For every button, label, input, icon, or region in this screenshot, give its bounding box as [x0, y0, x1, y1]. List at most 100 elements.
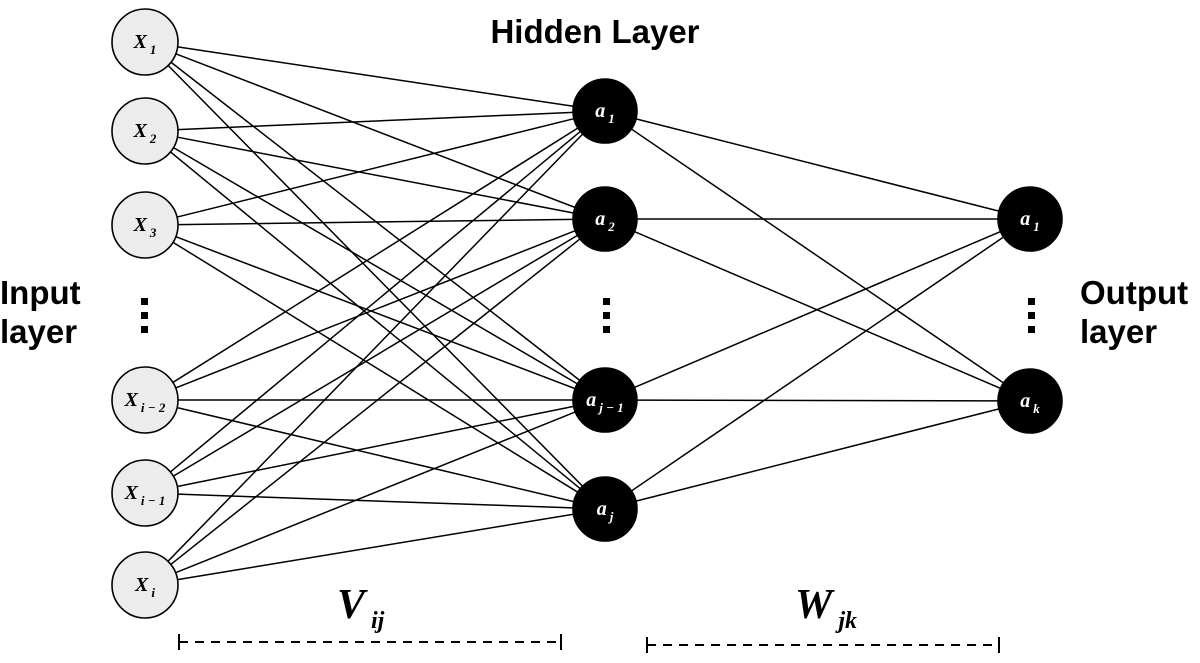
edge-input-6-hidden-4 — [177, 513, 574, 581]
edge-input-4-hidden-4 — [176, 406, 575, 503]
hidden-node-1-label-sub: 1 — [608, 111, 615, 126]
input-node-2-circle — [111, 97, 179, 165]
w-range-bracket — [646, 637, 1000, 653]
output-node-2-label-sub: k — [1033, 401, 1040, 416]
edge-input-3-hidden-1 — [176, 117, 575, 218]
hidden-node-2-label-sub: 2 — [607, 219, 615, 234]
output-layer-label-line1: Output — [1080, 274, 1188, 311]
input-node-5-label-sub: i − 1 — [141, 493, 166, 508]
edge-input-3-hidden-3 — [175, 236, 576, 390]
input-node-6-label-sub: i — [151, 585, 155, 600]
hidden-node-3-label-base: a — [586, 389, 596, 411]
weight-w-base: W — [795, 582, 835, 628]
output-node-1-circle — [997, 186, 1063, 252]
hidden-node-2-circle — [572, 186, 638, 252]
input-node-3-label-sub: 3 — [149, 225, 157, 240]
output-layer-label-line2: layer — [1080, 313, 1157, 350]
edge-hidden-4-output-2 — [635, 408, 1000, 502]
input-node-4-label-sub: i − 2 — [141, 400, 166, 415]
input-node-5-circle — [111, 459, 179, 527]
input-node-3-circle — [111, 191, 179, 259]
edge-input-5-hidden-3 — [177, 405, 574, 488]
edge-input-3-hidden-2 — [177, 218, 574, 226]
hidden-node-4-label-base: a — [597, 498, 607, 520]
output-ellipsis — [1028, 298, 1035, 333]
hidden-ellipsis — [603, 298, 610, 333]
edge-hidden-4-output-1 — [631, 236, 1004, 492]
input-node-4-circle — [111, 366, 179, 434]
hidden-node-1-circle — [572, 78, 638, 144]
weight-v-base: V — [337, 582, 368, 628]
edge-input-1-hidden-4 — [167, 64, 584, 487]
weight-v-sub: ij — [371, 608, 385, 634]
edge-input-4-hidden-1 — [172, 127, 579, 384]
edge-input-2-hidden-1 — [177, 111, 574, 131]
hidden-node-3-label-sub: j − 1 — [597, 400, 624, 415]
input-node-2-label-sub: 2 — [149, 131, 157, 146]
input-ellipsis — [141, 298, 148, 333]
hidden-layer-title: Hidden Layer — [490, 13, 699, 50]
edge-input-3-hidden-4 — [172, 241, 579, 493]
input-node-1-circle — [111, 8, 179, 76]
input-layer-label-line1: Input — [0, 274, 81, 311]
edge-input-5-hidden-2 — [172, 234, 578, 477]
input-node-2-label-base: X — [133, 120, 148, 142]
weight-w-sub: jk — [834, 608, 857, 634]
output-node-2-label-base: a — [1020, 390, 1030, 412]
edge-input-2-hidden-4 — [170, 151, 581, 490]
input-layer-label-line2: layer — [0, 313, 77, 350]
connection-edges — [167, 46, 1004, 581]
hidden-node-2-label-base: a — [595, 208, 605, 230]
output-node-1-label-sub: 1 — [1033, 219, 1040, 234]
input-node-6-circle — [111, 551, 179, 619]
input-node-5-label-base: X — [124, 482, 139, 504]
edge-input-4-hidden-2 — [175, 230, 576, 389]
edge-input-1-hidden-2 — [175, 53, 576, 209]
edge-hidden-1-output-2 — [631, 128, 1004, 384]
input-node-1-label-base: X — [133, 31, 148, 53]
output-node-1-label-base: a — [1020, 208, 1030, 230]
hidden-node-3-circle — [572, 367, 638, 433]
hidden-node-1-label-base: a — [595, 100, 605, 122]
edge-hidden-3-output-1 — [634, 230, 1001, 389]
edge-input-6-hidden-1 — [167, 133, 584, 562]
input-node-6-label-base: X — [134, 574, 149, 596]
edge-hidden-1-output-1 — [635, 118, 1000, 212]
edge-hidden-3-output-2 — [636, 399, 999, 402]
edge-input-2-hidden-3 — [173, 147, 578, 385]
input-node-1-label-sub: 1 — [150, 42, 157, 57]
edge-input-5-hidden-1 — [169, 130, 581, 473]
edge-input-5-hidden-4 — [177, 493, 574, 509]
input-node-3-label-base: X — [133, 214, 148, 236]
input-node-4-label-base: X — [124, 389, 139, 411]
v-range-bracket — [178, 634, 562, 650]
edge-input-2-hidden-2 — [177, 136, 574, 214]
